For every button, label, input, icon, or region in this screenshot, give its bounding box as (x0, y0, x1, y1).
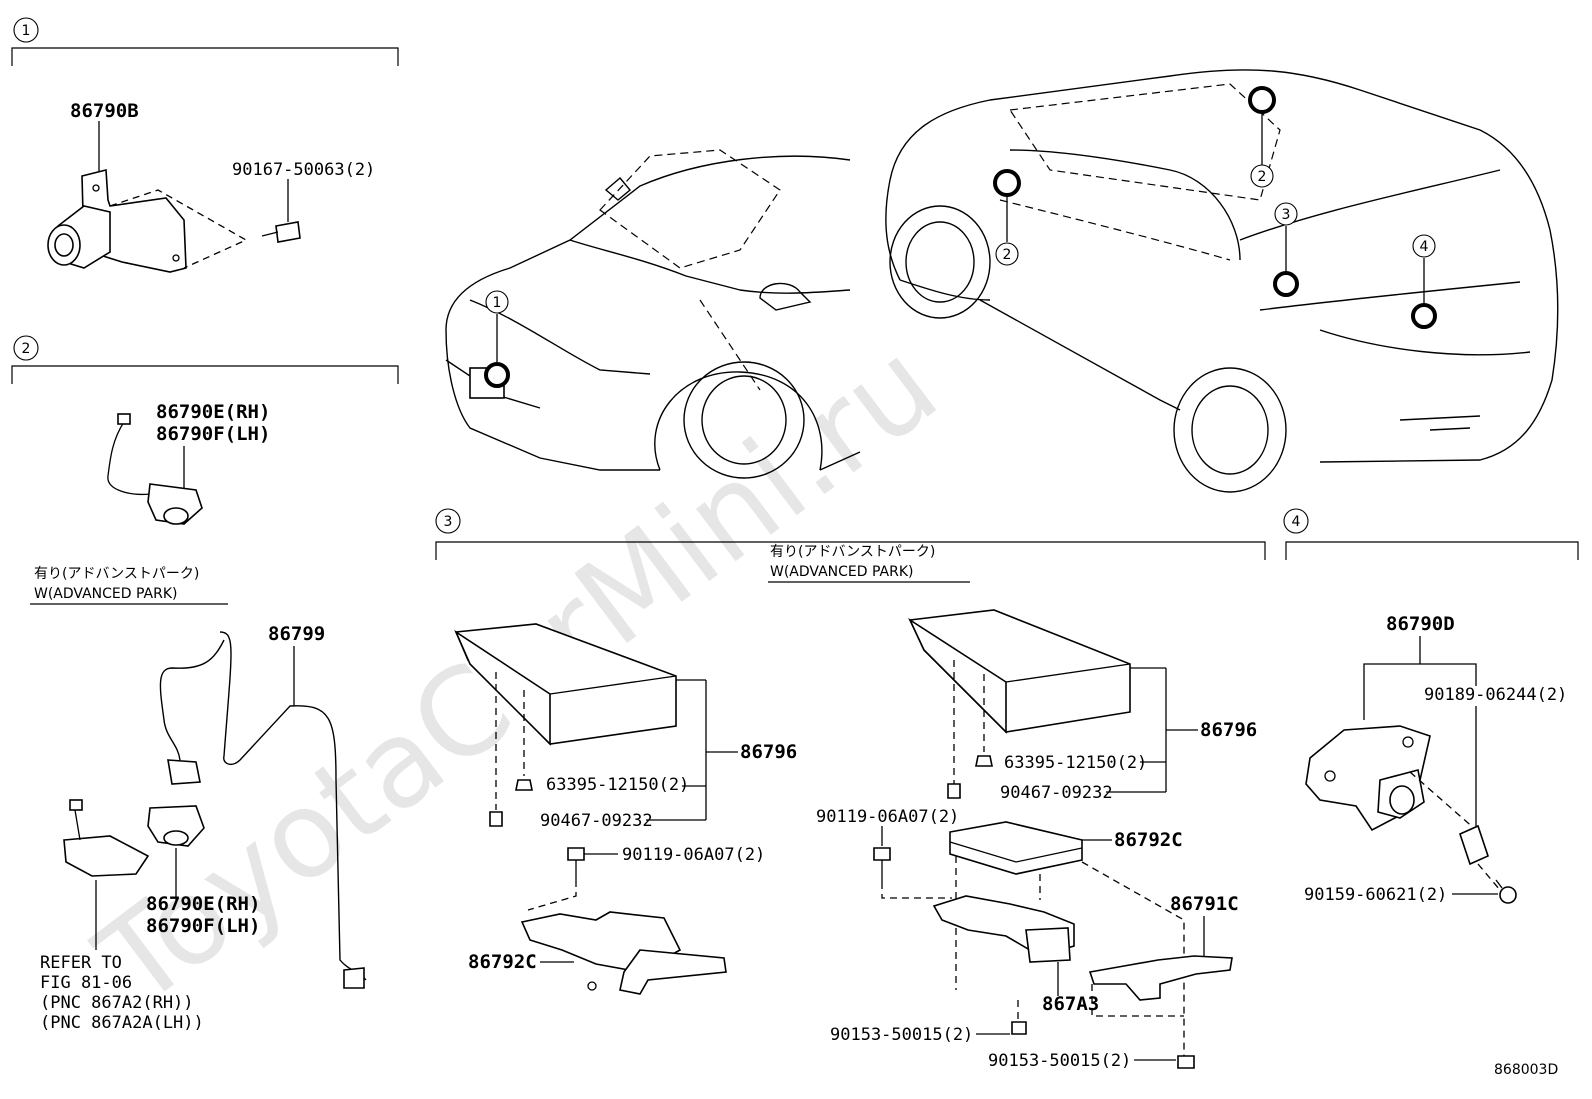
part-86799-label: 86799 (268, 623, 325, 645)
svg-text:2: 2 (1258, 169, 1267, 185)
section-3: 3 有り(アドバンストパーク) W(ADVANCED PARK) 86796 6… (435, 508, 1266, 1071)
wire-harness-86799 (159, 631, 367, 989)
section-3-number: 3 (444, 514, 453, 530)
part-86796-left-label: 86796 (740, 741, 797, 763)
section-1: 1 86790B 90167-50063(2) (11, 17, 399, 273)
part-90159-label: 90159-60621(2) (1304, 885, 1447, 905)
section-3-badge (435, 508, 461, 534)
refer-line-4: (PNC 867A2A(LH)) (40, 1013, 204, 1033)
bolt-90153-a-icon (1011, 1021, 1027, 1035)
bolt-90119-right-icon (873, 847, 891, 882)
refer-line-1: REFER TO (40, 953, 122, 973)
condition-en-center: W(ADVANCED PARK) (770, 564, 914, 580)
part-63395-left-label: 63395-12150(2) (546, 775, 689, 795)
rear-callout-2b (995, 242, 1019, 266)
part-90153-b-label: 90153-50015(2) (988, 1051, 1131, 1071)
front-callout-1 (485, 290, 509, 314)
bolt-90153-b-icon (1177, 1055, 1195, 1069)
front-camera-assembly (47, 168, 187, 273)
section-4-number: 4 (1292, 514, 1301, 530)
part-86790E-label-2: 86790E(RH) (146, 893, 260, 915)
side-camera-icon (107, 413, 203, 525)
part-90467-right-label: 90467-09232 (1000, 783, 1113, 803)
part-86791C-label: 86791C (1170, 893, 1239, 915)
section-2: 2 86790E(RH) 86790F(LH) 有り(アドバンストパーク) W(… (11, 335, 399, 1033)
rear-marker-2-left (993, 169, 1021, 197)
condition-jp-center: 有り(アドバンストパーク) (770, 544, 935, 560)
clip-63395-right-icon (975, 755, 993, 767)
part-63395-right-label: 63395-12150(2) (1004, 753, 1147, 773)
condition-en-left: W(ADVANCED PARK) (34, 586, 178, 602)
section-4-badge (1283, 508, 1309, 534)
part-86792C-left-label: 86792C (468, 951, 537, 973)
part-86790F-label: 86790F(LH) (156, 423, 270, 445)
rear-camera-icon (1305, 725, 1431, 832)
bolt-90167-icon (261, 221, 301, 243)
svg-text:3: 3 (1282, 207, 1291, 223)
section-4: 4 86790D 90189-06244(2) 90159-60621(2) (1283, 508, 1579, 905)
bolt-90119-left-icon (567, 847, 585, 880)
bracket-86791C-icon (1088, 955, 1233, 1001)
rear-marker-3 (1273, 271, 1299, 297)
screw-90159-icon (1495, 879, 1517, 904)
refer-line-2: FIG 81-06 (40, 973, 132, 993)
part-90119-left-label: 90119-06A07(2) (622, 845, 765, 865)
rear-callout-4 (1412, 234, 1436, 258)
front-camera-marker (484, 362, 510, 388)
part-86792C-right-label: 86792C (1114, 829, 1183, 851)
part-86790F-label-2: 86790F(LH) (146, 915, 260, 937)
screw-90467-left-icon (489, 811, 503, 827)
screw-90467-right-icon (947, 783, 961, 799)
figure-code: 868003D (1494, 1062, 1558, 1078)
rear-callout-2a (1250, 164, 1274, 188)
side-camera-2-icon (147, 805, 205, 847)
section-2-number: 2 (22, 341, 31, 357)
part-86796-right-label: 86796 (1200, 719, 1257, 741)
condition-jp-left: 有り(アドバンストパーク) (34, 566, 199, 582)
rear-callout-3 (1274, 202, 1298, 226)
part-90467-left-label: 90467-09232 (540, 811, 653, 831)
part-867A3-label: 867A3 (1042, 993, 1099, 1015)
ecu-right-icon (908, 609, 1131, 734)
rear-marker-4 (1411, 303, 1437, 329)
section-1-badge (13, 17, 39, 43)
rear-car-view: 2 2 3 4 (885, 69, 1559, 493)
ecu-left-icon (454, 623, 677, 746)
bracket-86792C-left-icon (520, 911, 727, 995)
bracket-867A3-icon (932, 895, 1075, 963)
part-90167-50063-label: 90167-50063(2) (232, 160, 375, 180)
part-86790E-label: 86790E(RH) (156, 401, 270, 423)
svg-text:4: 4 (1420, 239, 1429, 255)
refer-line-3: (PNC 867A2(RH)) (40, 993, 194, 1013)
section-2-badge (13, 335, 39, 361)
front-car-view: 1 (445, 149, 861, 479)
rear-marker-2-top (1248, 86, 1276, 114)
mirror-camera-icon (63, 799, 150, 877)
module-86792C-right-icon (949, 821, 1083, 875)
clip-63395-left-icon (515, 779, 533, 791)
clip-90189-icon (1459, 824, 1489, 866)
part-90153-a-label: 90153-50015(2) (830, 1025, 973, 1045)
section-1-number: 1 (22, 23, 31, 39)
svg-text:2: 2 (1003, 247, 1012, 263)
part-90189-label: 90189-06244(2) (1424, 685, 1567, 705)
part-86790B-label: 86790B (70, 100, 139, 122)
part-86790D-label: 86790D (1386, 613, 1455, 635)
svg-text:1: 1 (493, 295, 502, 311)
part-90119-right-label: 90119-06A07(2) (816, 807, 959, 827)
